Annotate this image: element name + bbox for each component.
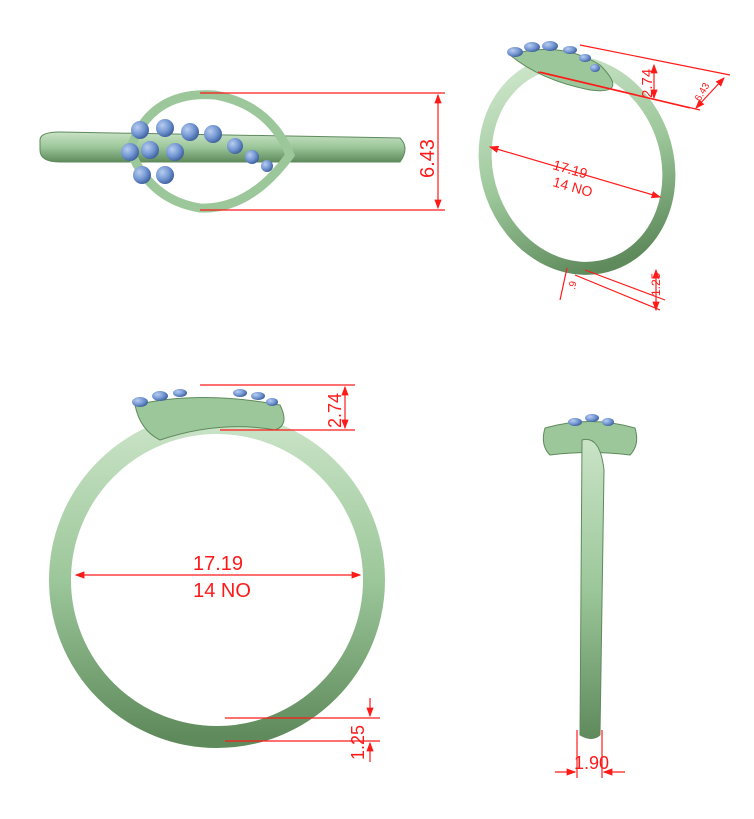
top-height-label: 2.74 xyxy=(325,393,345,428)
gem-cluster xyxy=(121,119,273,184)
ring-band-top xyxy=(39,131,406,163)
gem-row-side xyxy=(568,414,614,426)
top-height-label: 2.74 xyxy=(639,69,656,98)
height-label: 6.43 xyxy=(693,81,712,104)
height-label: 6.43 xyxy=(417,139,439,178)
width-label: .9 xyxy=(567,280,579,291)
ring-loop xyxy=(125,90,296,213)
side-view: 1.90 xyxy=(542,414,638,778)
gem-row-front xyxy=(132,389,278,407)
thickness-label: 1.25 xyxy=(348,725,368,760)
size-label: 14 NO xyxy=(551,174,594,201)
size-label: 14 NO xyxy=(193,580,251,602)
thickness-label: 1.25 xyxy=(649,272,663,296)
ring-band-side xyxy=(579,438,605,739)
perspective-view: 2.74 6.43 17.19 14 NO 1.25 .9 xyxy=(478,41,731,312)
gem-cluster-perspective xyxy=(507,41,600,72)
front-view: 2.74 17.19 14 NO 1.25 xyxy=(49,384,385,762)
top-view: 6.43 xyxy=(39,90,445,213)
width-label: 1.90 xyxy=(574,753,609,773)
diameter-label: 17.19 xyxy=(193,553,243,575)
